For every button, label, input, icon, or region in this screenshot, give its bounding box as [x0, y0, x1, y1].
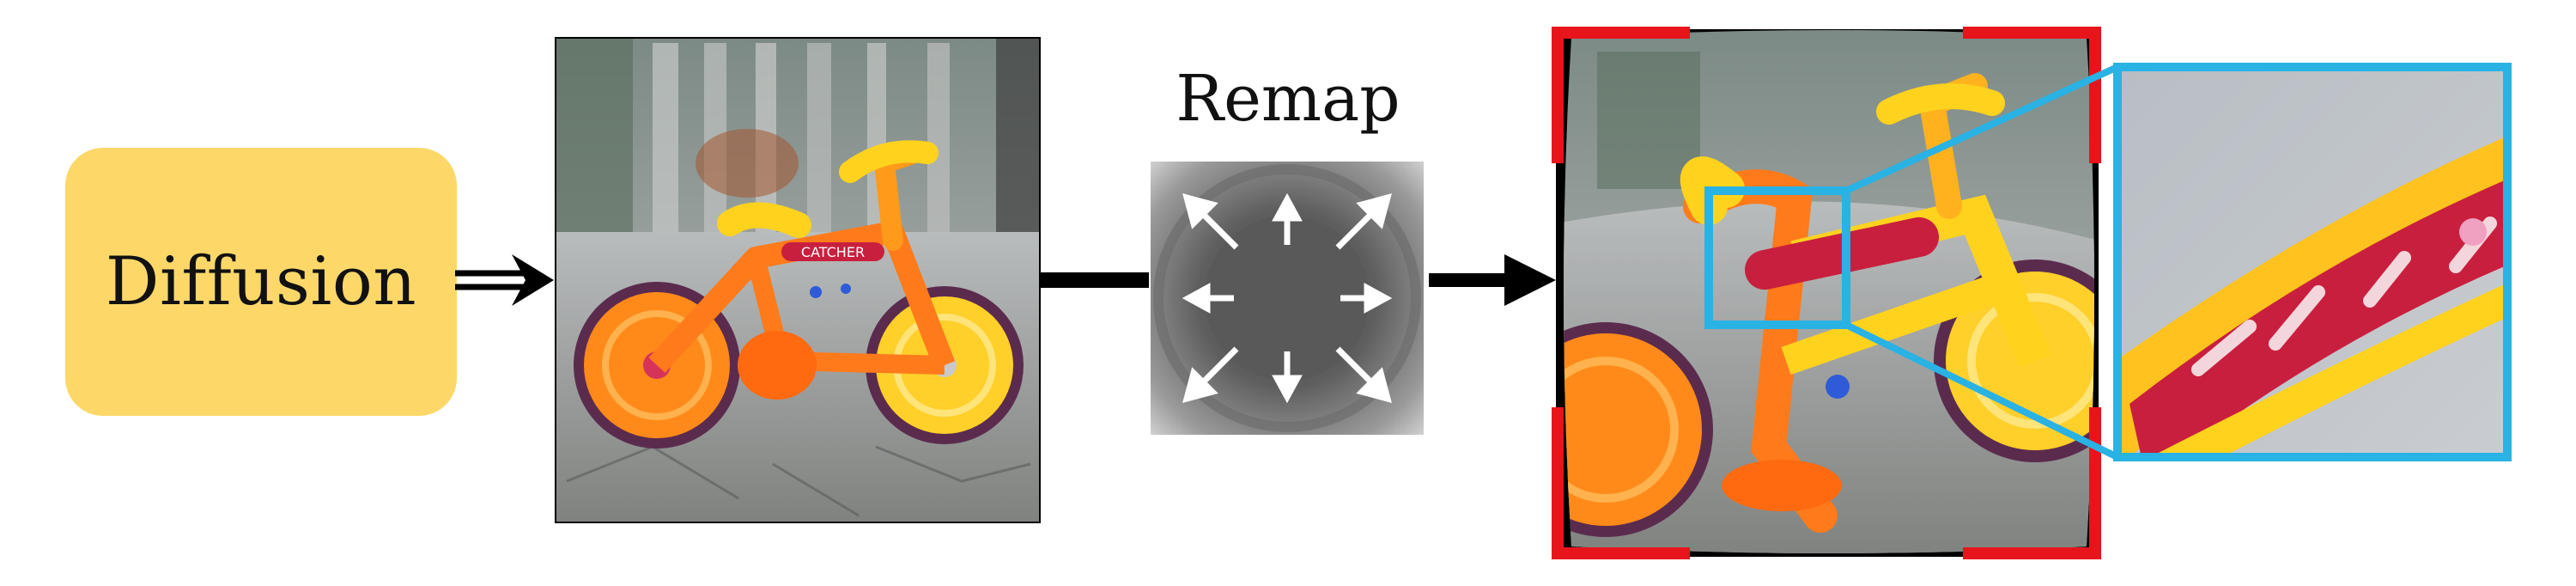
zoom-inset — [2113, 63, 2512, 461]
double-arrow-icon — [455, 254, 554, 306]
bike-badge-text: CATCHER — [801, 244, 865, 260]
diffusion-block: Diffusion — [65, 148, 457, 416]
zoom-connector-top — [1844, 64, 2119, 194]
remap-field-icon — [1151, 162, 1424, 435]
remap-label: Remap — [1176, 62, 1400, 136]
generated-image: CATCHER — [556, 38, 1040, 522]
zoom-selection-box — [1704, 186, 1850, 329]
remapped-image — [1552, 27, 2101, 559]
arrow-icon — [1429, 254, 1556, 306]
diffusion-label: Diffusion — [105, 243, 417, 320]
crop-corners — [1552, 27, 2101, 559]
zoom-connector-bottom — [1844, 321, 2119, 461]
